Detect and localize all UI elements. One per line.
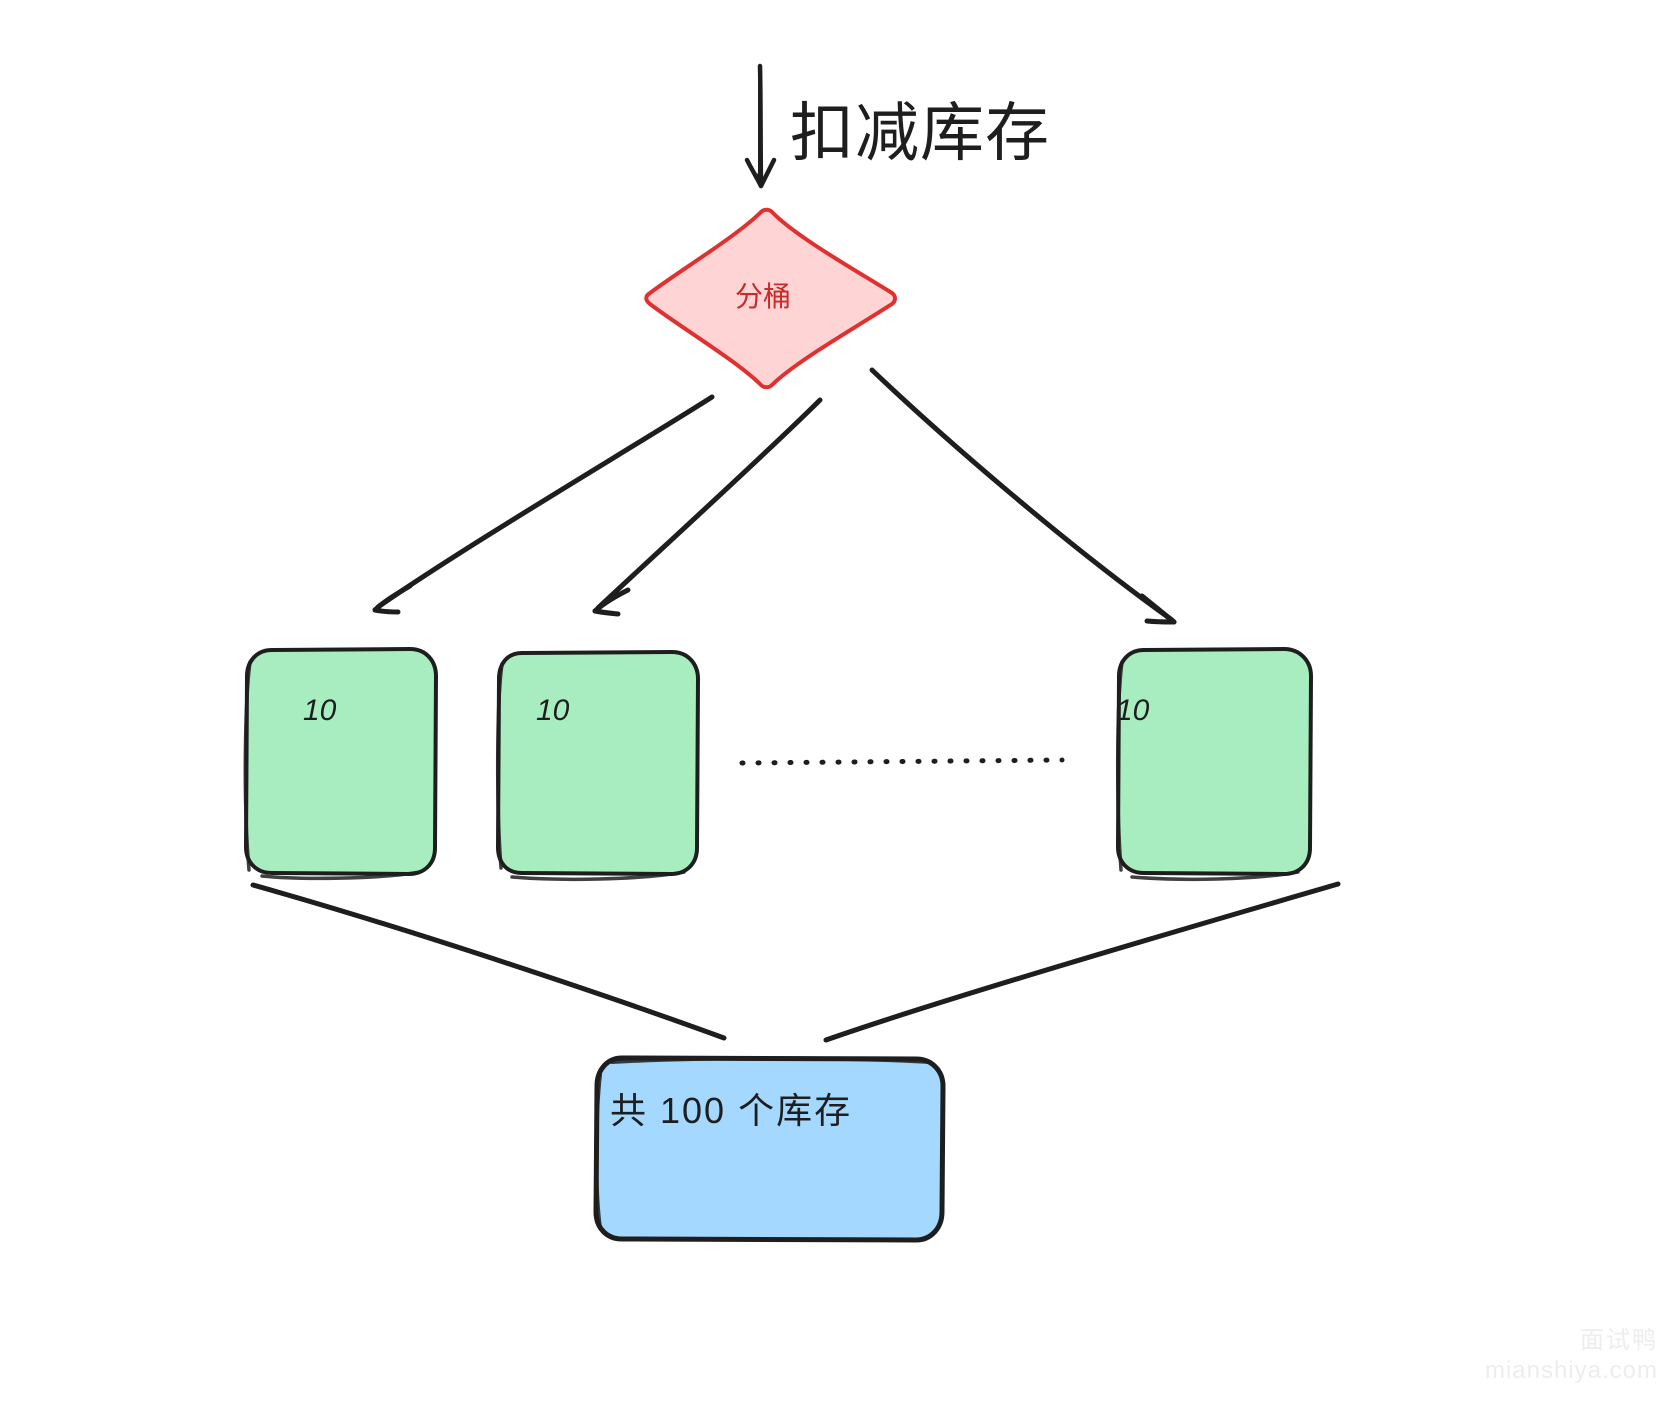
bucket-box-1[interactable] bbox=[243, 647, 438, 881]
branch-arrow-2 bbox=[592, 397, 823, 617]
merge-line-left bbox=[250, 882, 727, 1041]
merge-line-right bbox=[823, 881, 1341, 1043]
incoming-arrow bbox=[744, 63, 777, 189]
decision-diamond[interactable] bbox=[644, 207, 897, 390]
bucket-box-2[interactable] bbox=[495, 650, 700, 882]
branch-arrow-1 bbox=[372, 394, 715, 615]
branch-arrow-3 bbox=[869, 367, 1177, 625]
bucket-ellipsis-dots bbox=[739, 757, 1065, 766]
bucket-box-3[interactable] bbox=[1115, 647, 1313, 882]
total-inventory-box[interactable] bbox=[593, 1055, 946, 1243]
